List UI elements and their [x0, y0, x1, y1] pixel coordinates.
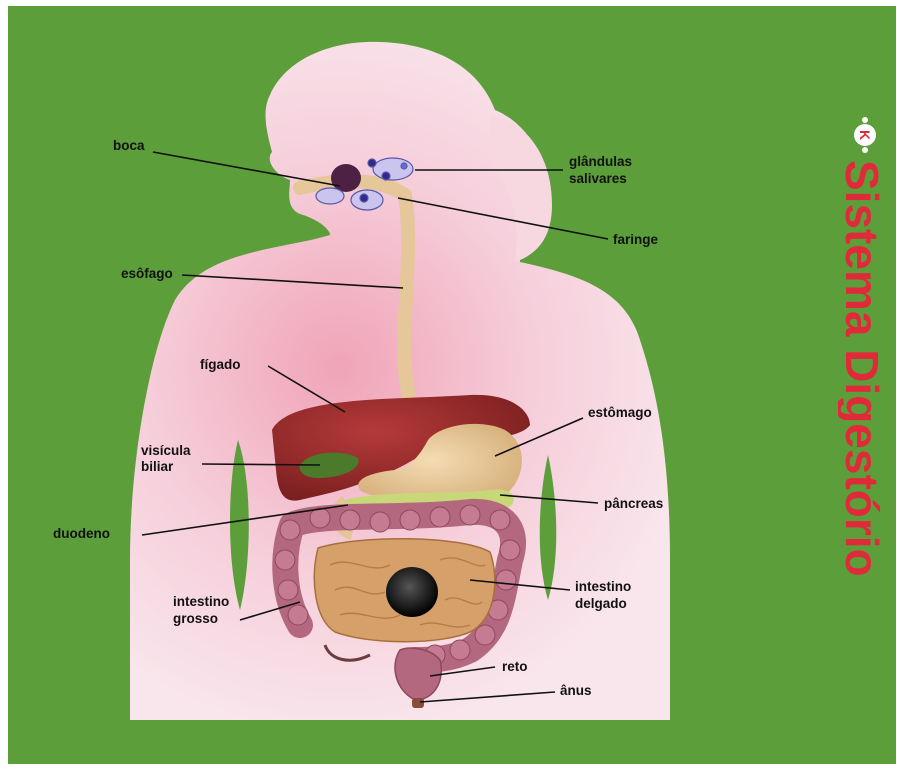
- label-duodeno: duodeno: [53, 526, 110, 542]
- label-glandulas-line2: salivares: [569, 171, 627, 187]
- label-faringe: faringe: [613, 232, 658, 248]
- label-glandulas-line1: glândulas: [569, 154, 632, 170]
- label-esofago: esôfago: [121, 266, 173, 282]
- page-title: Sistema Digestório: [838, 160, 888, 577]
- label-reto: reto: [502, 659, 528, 675]
- label-intestino-grosso-line1: intestino: [173, 594, 229, 610]
- label-intestino-delgado-line1: intestino: [575, 579, 631, 595]
- label-intestino-grosso-line2: grosso: [173, 611, 218, 627]
- label-anus: ânus: [560, 683, 592, 699]
- title-svg: Sistema Digestório: [838, 150, 897, 710]
- label-boca: boca: [113, 138, 145, 154]
- label-pancreas: pâncreas: [604, 496, 663, 512]
- k-logo: K: [852, 115, 878, 155]
- label-visicula-line2: biliar: [141, 459, 173, 475]
- label-estomago: estômago: [588, 405, 652, 421]
- navel-hole: [386, 567, 438, 617]
- label-visicula-line1: visícula: [141, 443, 191, 459]
- tongue: [331, 164, 361, 192]
- label-figado: fígado: [200, 357, 241, 373]
- anus: [412, 698, 424, 708]
- k-logo-icon: K: [852, 115, 878, 155]
- title-container: Sistema Digestório: [838, 150, 897, 710]
- label-intestino-delgado-line2: delgado: [575, 596, 627, 612]
- k-logo-letter: K: [857, 130, 873, 140]
